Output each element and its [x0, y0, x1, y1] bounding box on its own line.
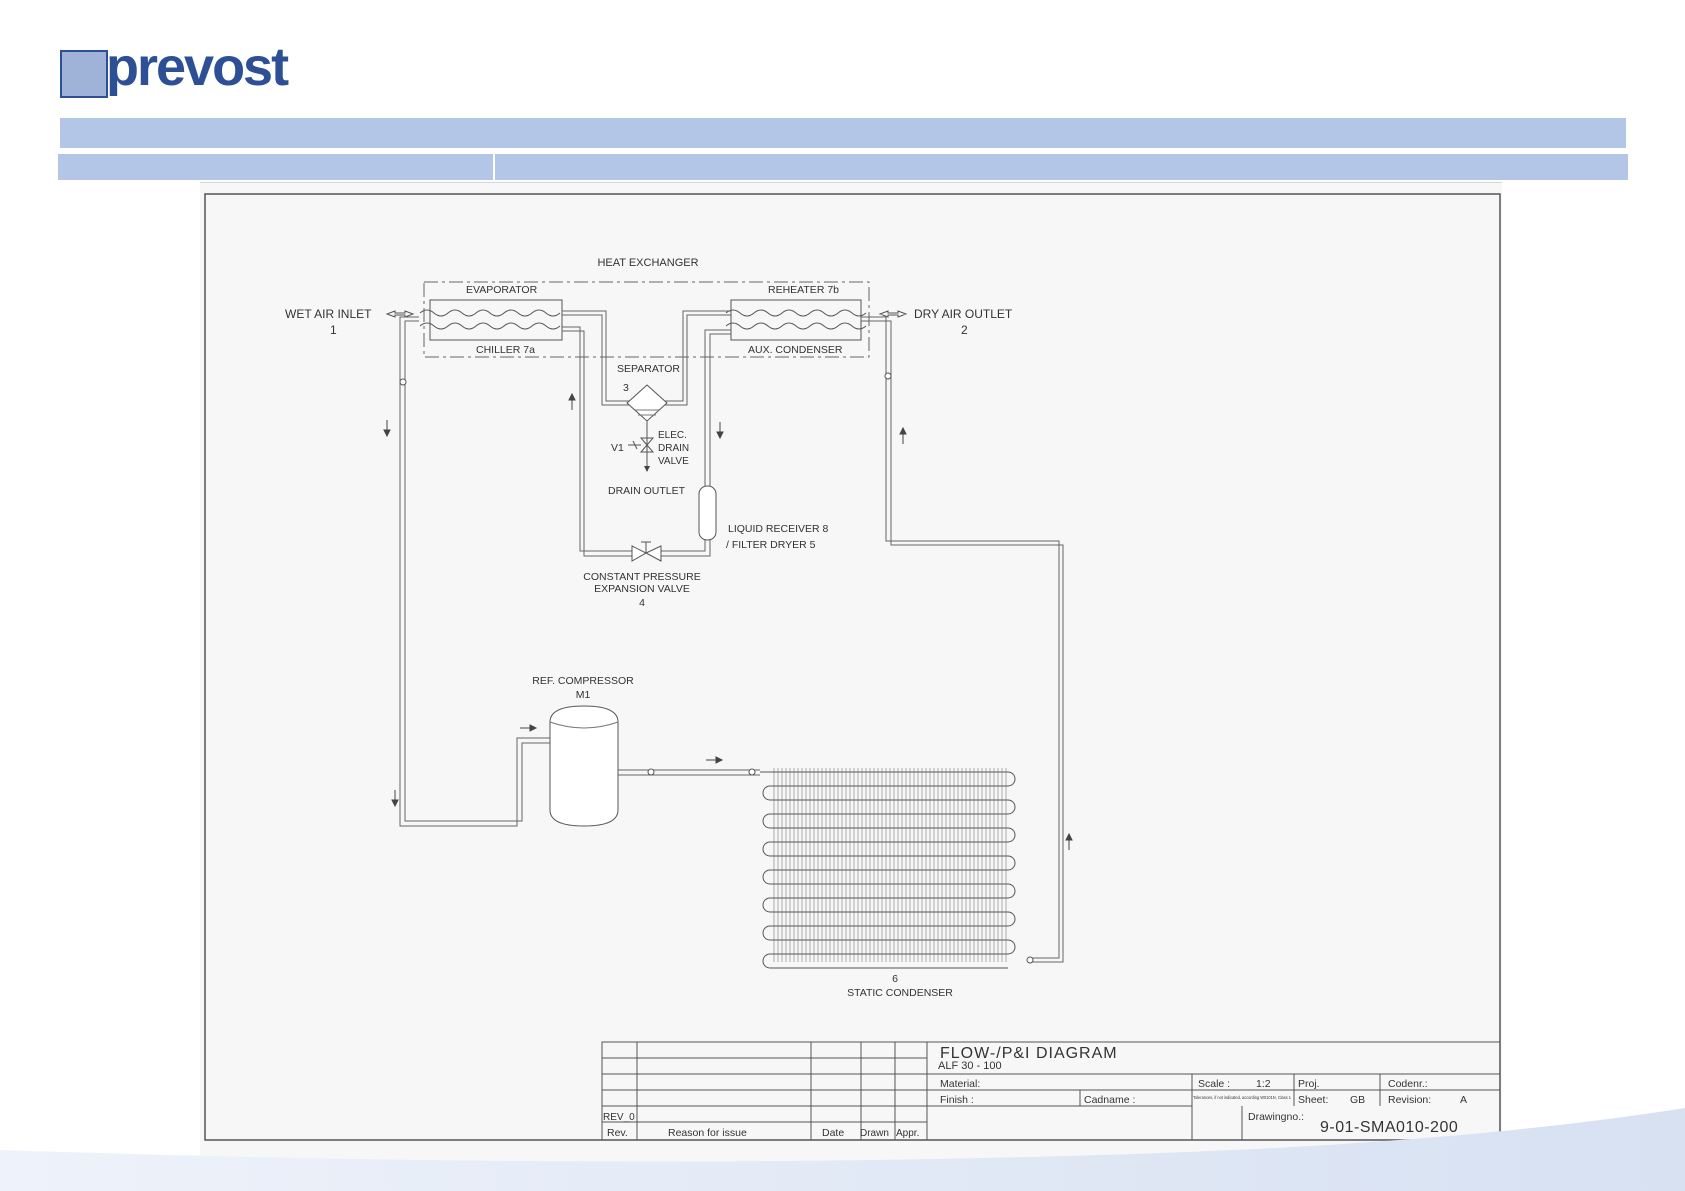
revision-value: A: [1460, 1094, 1467, 1106]
separator-number: 3: [623, 382, 629, 394]
separator-icon: [626, 384, 668, 422]
valve-label: VALVE: [658, 456, 689, 467]
revision-label: Revision:: [1388, 1094, 1431, 1106]
footer-swoosh: [0, 1108, 1685, 1191]
static-condenser-label: STATIC CONDENSER: [847, 987, 953, 999]
sheet-value: GB: [1350, 1094, 1365, 1106]
aux-condenser-label: AUX. CONDENSER: [748, 344, 843, 356]
rev0-label: REV_0: [603, 1112, 635, 1123]
tolerances-note: Tolerances, if not indicated, according …: [1193, 1095, 1291, 1100]
flow-arrows: [383, 392, 1073, 850]
flow-arrow-down-icon: [383, 429, 391, 438]
flow-arrow-up-icon: [568, 392, 576, 401]
liquid-receiver-label: LIQUID RECEIVER 8: [728, 523, 829, 535]
evaporator-label: EVAPORATOR: [466, 284, 538, 296]
title-block: [601, 1041, 1501, 1141]
evaporator-block: [429, 299, 563, 341]
cadname-label: Cadname :: [1084, 1094, 1135, 1106]
date-header: Date: [822, 1127, 844, 1139]
reason-header: Reason for issue: [668, 1127, 747, 1139]
evaporator-coil: [419, 309, 561, 330]
title-block-title: FLOW-/P&I DIAGRAM: [940, 1045, 1118, 1062]
separator-filter: [635, 409, 659, 416]
wet-air-inlet-arrow-icon: [385, 310, 415, 318]
dry-air-outlet-arrow-icon: [878, 310, 908, 318]
drain-valve-icon: [639, 437, 655, 453]
reheater-label: REHEATER 7b: [768, 284, 839, 296]
elec-label: ELEC.: [658, 430, 687, 441]
expansion-valve-label-1: CONSTANT PRESSURE: [583, 571, 700, 583]
scale-label: Scale :: [1198, 1078, 1230, 1090]
drain-arrow-icon: [644, 466, 650, 472]
dry-air-outlet-label: DRY AIR OUTLET: [914, 307, 1013, 321]
expansion-valve-number: 4: [639, 597, 645, 609]
prevost-logo-icon: [60, 50, 108, 98]
flow-arrow-down-icon: [391, 799, 399, 808]
drawing-sheet: [200, 182, 1502, 1165]
subheader-band-left: [58, 154, 493, 180]
flow-arrow-right-icon: [529, 724, 538, 732]
dry-air-outlet-number: 2: [961, 323, 968, 337]
flow-arrow-down-icon: [716, 431, 724, 440]
wet-air-inlet-label: WET AIR INLET: [285, 307, 372, 321]
expansion-valve-icon: [631, 545, 662, 562]
drawingno-value: 9-01-SMA010-200: [1320, 1119, 1458, 1136]
material-label: Material:: [940, 1078, 980, 1090]
prevost-logo: prevost: [60, 37, 300, 102]
title-block-subtitle: ALF 30 - 100: [938, 1060, 1002, 1072]
brand-name: prevost: [106, 37, 289, 97]
flow-arrow-up-icon: [1065, 832, 1073, 841]
chiller-label: CHILLER 7a: [476, 344, 535, 356]
drawingno-label: Drawingno.:: [1248, 1111, 1304, 1123]
heat-exchanger-box: [423, 281, 870, 358]
static-condenser-number: 6: [892, 973, 898, 985]
reheater-block: [730, 299, 862, 341]
drawn-header: Drawn: [860, 1128, 889, 1139]
drain-outlet-label: DRAIN OUTLET: [608, 485, 686, 497]
reheater-coil: [725, 309, 867, 330]
flow-arrow-up-icon: [899, 426, 907, 435]
proj-label: Proj.: [1298, 1078, 1320, 1090]
appr-header: Appr.: [896, 1128, 919, 1139]
compressor-label: REF. COMPRESSOR: [532, 675, 634, 687]
scale-value: 1:2: [1256, 1078, 1271, 1090]
sheet-label: Sheet:: [1298, 1094, 1328, 1106]
separator-label: SEPARATOR: [617, 363, 680, 375]
drain-label: DRAIN: [658, 443, 689, 454]
wet-air-inlet-number: 1: [330, 323, 337, 337]
compressor-icon: [549, 705, 619, 827]
compressor-id: M1: [576, 689, 591, 701]
header-band: [60, 118, 1626, 148]
liquid-receiver-icon: [698, 485, 717, 541]
rev-header: Rev.: [607, 1127, 628, 1139]
expansion-valve-label-2: EXPANSION VALVE: [594, 583, 690, 595]
pipe-fittings: [399, 372, 1034, 964]
finish-label: Finish :: [940, 1094, 974, 1106]
v1-label: V1: [611, 442, 624, 454]
codenr-label: Codenr.:: [1388, 1078, 1428, 1090]
subheader-band-right: [495, 154, 1628, 180]
static-condenser-icon: [760, 767, 1020, 969]
filter-dryer-label: / FILTER DRYER 5: [726, 539, 816, 551]
flow-arrow-right-icon: [715, 756, 724, 764]
heat-exchanger-label: HEAT EXCHANGER: [597, 257, 698, 269]
